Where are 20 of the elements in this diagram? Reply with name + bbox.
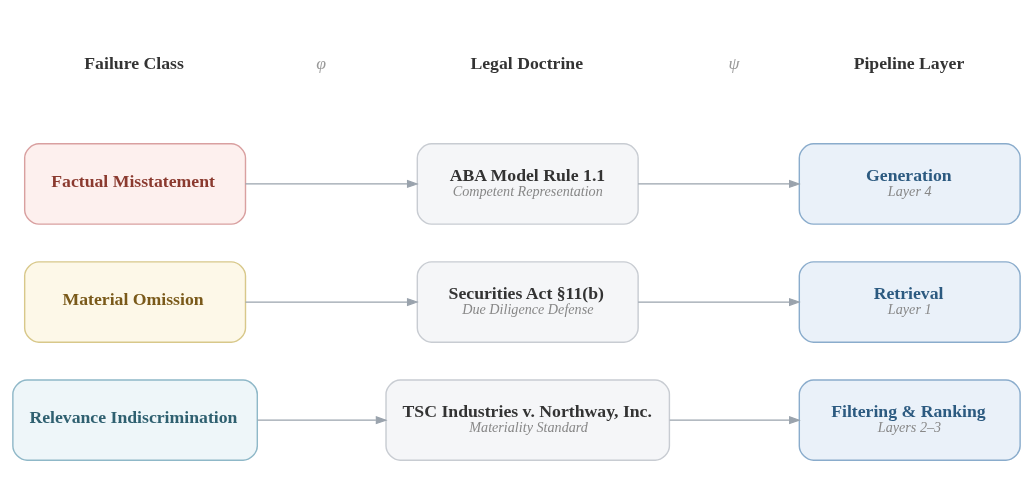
arrow bbox=[244, 297, 419, 307]
node-box: Factual Misstatement bbox=[23, 143, 247, 225]
node-box: Filtering & Ranking Layers 2–3 bbox=[798, 379, 1021, 461]
label: Failure Class bbox=[84, 52, 184, 73]
node-box: Relevance Indiscrimination bbox=[12, 379, 258, 461]
node-box: Retrieval Layer 1 bbox=[798, 261, 1021, 343]
node-box: ABA Model Rule 1.1 Competent Representation bbox=[416, 143, 639, 225]
label: φ bbox=[316, 52, 327, 73]
node-box: Material Omission bbox=[23, 261, 247, 343]
arrow bbox=[637, 179, 801, 189]
arrow bbox=[244, 179, 419, 189]
label: Legal Doctrine bbox=[470, 52, 584, 73]
label: ψ bbox=[728, 52, 740, 73]
label: Pipeline Layer bbox=[853, 52, 965, 73]
node-box: Securities Act §11(b) Due Diligence Defense bbox=[416, 261, 639, 343]
arrow bbox=[257, 416, 388, 425]
node-box: TSC Industries v. Northway, Inc. Materiality Standard bbox=[385, 379, 671, 461]
arrow bbox=[637, 297, 801, 307]
arrow bbox=[669, 416, 801, 425]
node-box: Generation Layer 4 bbox=[798, 143, 1021, 225]
